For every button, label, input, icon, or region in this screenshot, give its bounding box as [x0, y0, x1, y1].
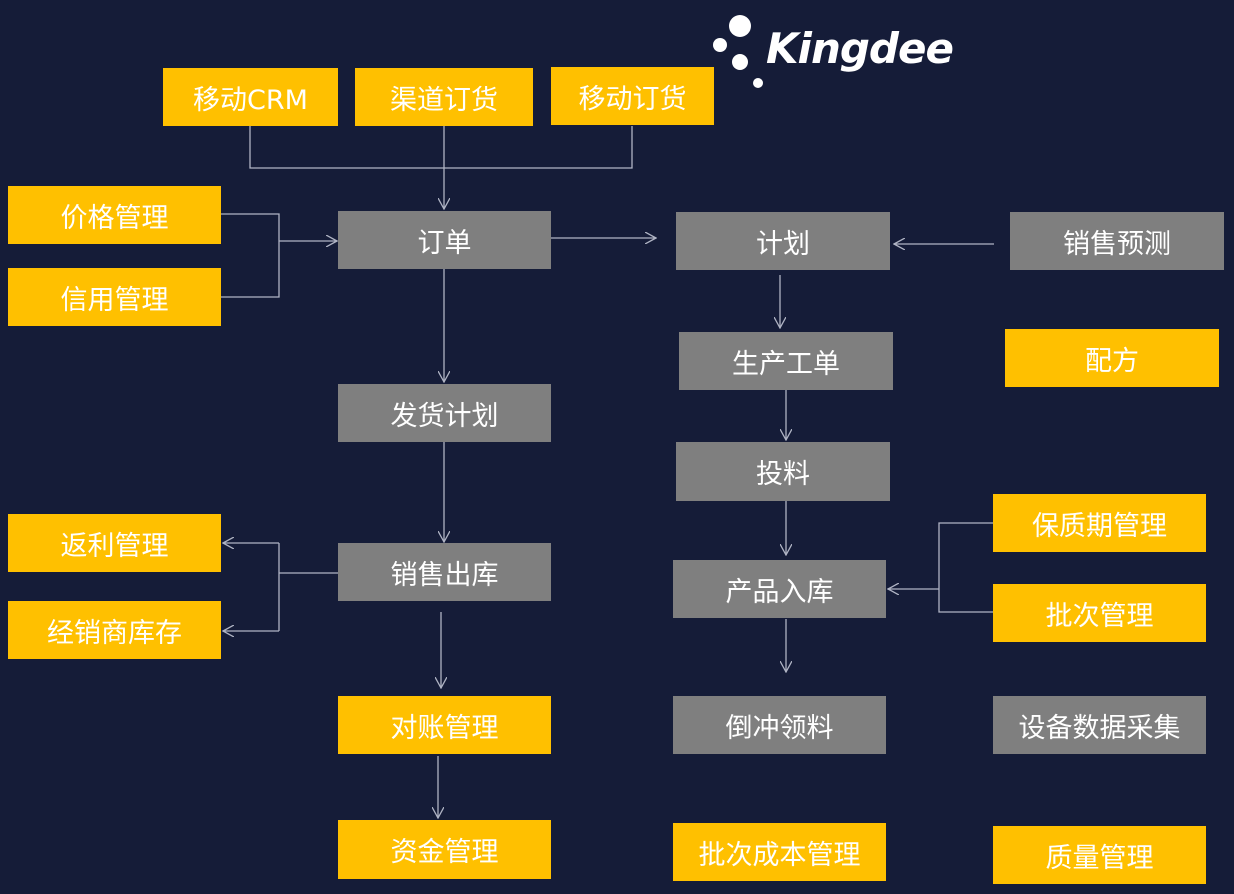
connector-top-merge — [249, 126, 633, 169]
node-sales-forecast: 销售预测 — [1010, 212, 1224, 270]
node-rebate-management: 返利管理 — [8, 514, 221, 572]
node-equipment-data-collection: 设备数据采集 — [993, 696, 1206, 754]
node-credit-management: 信用管理 — [8, 268, 221, 326]
node-delivery-plan: 发货计划 — [338, 384, 551, 442]
logo-dot-large — [729, 15, 751, 37]
kingdee-logo — [713, 15, 763, 88]
node-price-management: 价格管理 — [8, 186, 221, 244]
logo-dot-tiny — [753, 78, 763, 88]
node-formula: 配方 — [1005, 329, 1219, 387]
logo-wordmark: Kingdee — [766, 24, 954, 73]
node-order: 订单 — [338, 211, 551, 269]
node-sales-outbound: 销售出库 — [338, 543, 551, 601]
node-fund-management: 资金管理 — [338, 820, 551, 879]
node-work-order: 生产工单 — [679, 332, 893, 390]
logo-dot-small — [732, 54, 748, 70]
node-mobile-order: 移动订货 — [551, 67, 714, 125]
node-batch-cost-management: 批次成本管理 — [673, 823, 886, 881]
node-reconciliation-management: 对账管理 — [338, 696, 551, 754]
node-feeding: 投料 — [676, 442, 890, 501]
node-mobile-crm: 移动CRM — [163, 68, 338, 126]
node-product-inbound: 产品入库 — [673, 560, 886, 618]
connector-salesout-branch — [278, 543, 338, 631]
node-shelf-life-management: 保质期管理 — [993, 494, 1206, 552]
node-quality-management: 质量管理 — [993, 826, 1206, 884]
node-batch-management: 批次管理 — [993, 584, 1206, 642]
node-channel-order: 渠道订货 — [355, 68, 533, 126]
logo-dot-medium — [713, 38, 727, 52]
node-plan: 计划 — [676, 212, 890, 270]
connector-shelf-batch — [938, 522, 993, 613]
connector-price-credit — [221, 213, 280, 298]
node-backflush-picking: 倒冲领料 — [673, 696, 886, 754]
node-dealer-inventory: 经销商库存 — [8, 601, 221, 659]
